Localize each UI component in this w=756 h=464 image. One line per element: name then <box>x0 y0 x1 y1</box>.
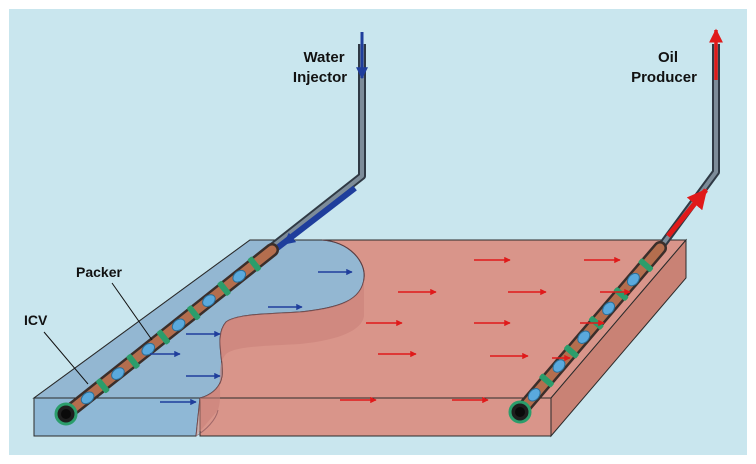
injector-icv <box>232 269 247 283</box>
water-injector-label-line2: Injector <box>293 69 347 86</box>
production-flow-arrows <box>666 28 723 238</box>
icv-leader-line <box>43 331 89 385</box>
injector-packer <box>126 354 140 369</box>
injector-vertical-pipe-highlight <box>266 44 364 252</box>
injector-icv <box>80 391 95 405</box>
producer-packer <box>638 258 653 272</box>
producer-icv <box>577 330 591 344</box>
injector-packer <box>247 256 261 272</box>
oil-zone-front <box>199 397 552 437</box>
packer-label: Packer <box>76 264 122 280</box>
injection-flow-arrows <box>283 32 368 246</box>
producer-packer <box>613 287 629 301</box>
waterfront-curtain-fill <box>196 240 365 436</box>
oil-producer-label-line1: Oil <box>658 49 678 66</box>
injector-icv <box>111 367 125 380</box>
producer-packer <box>539 373 554 388</box>
injector-packer <box>187 305 201 321</box>
production-diagonal-arrow <box>666 188 708 238</box>
oil-flow-arrows <box>340 256 631 404</box>
packer-leader-line <box>111 282 153 341</box>
oil-zone-right <box>550 238 687 438</box>
producer-icv <box>602 301 616 316</box>
icv-label: ICV <box>24 312 48 328</box>
injector-completion-devices <box>80 256 261 405</box>
injector-packer <box>217 281 231 296</box>
injector-icv <box>141 342 156 356</box>
injector-packer <box>96 378 110 394</box>
water-flow-arrows <box>150 268 353 406</box>
producer-icv <box>552 359 566 373</box>
injector-packer <box>156 329 170 345</box>
injector-icv <box>202 294 216 307</box>
producer-packer <box>564 344 579 359</box>
injector-pipe-bore <box>61 409 71 419</box>
oil-producer-label-line2: Producer <box>631 69 697 86</box>
producer-pipe-bore <box>515 407 525 417</box>
producer-icv <box>527 388 541 402</box>
injection-diagonal-arrow <box>283 194 347 246</box>
water-injector-label-line1: Water <box>303 49 344 66</box>
injector-icv <box>171 318 186 332</box>
producer-icv <box>626 272 640 287</box>
